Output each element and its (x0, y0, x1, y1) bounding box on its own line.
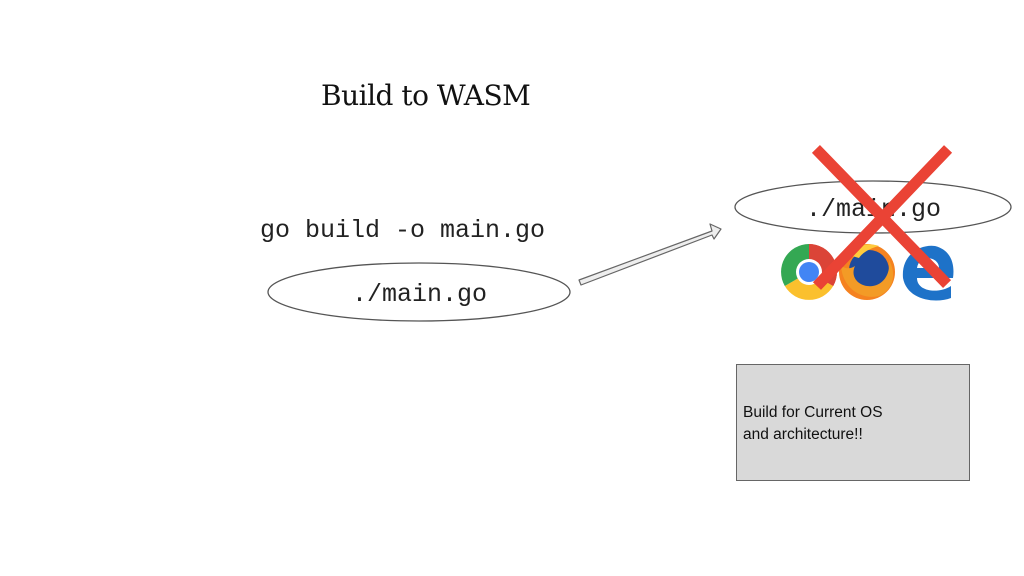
source-file-ellipse (267, 262, 571, 322)
note-line-1: Build for Current OS (743, 404, 883, 421)
slide-title: Build to WASM (321, 79, 531, 112)
source-file-label: ./main.go (351, 280, 488, 309)
build-command: go build -o main.go (260, 216, 546, 245)
arrow-icon (578, 223, 722, 286)
note-line-2: and architecture!! (743, 426, 863, 443)
note-box: Build for Current OS and architecture!! (736, 364, 970, 481)
target-file-label: ./main.go (805, 195, 942, 224)
